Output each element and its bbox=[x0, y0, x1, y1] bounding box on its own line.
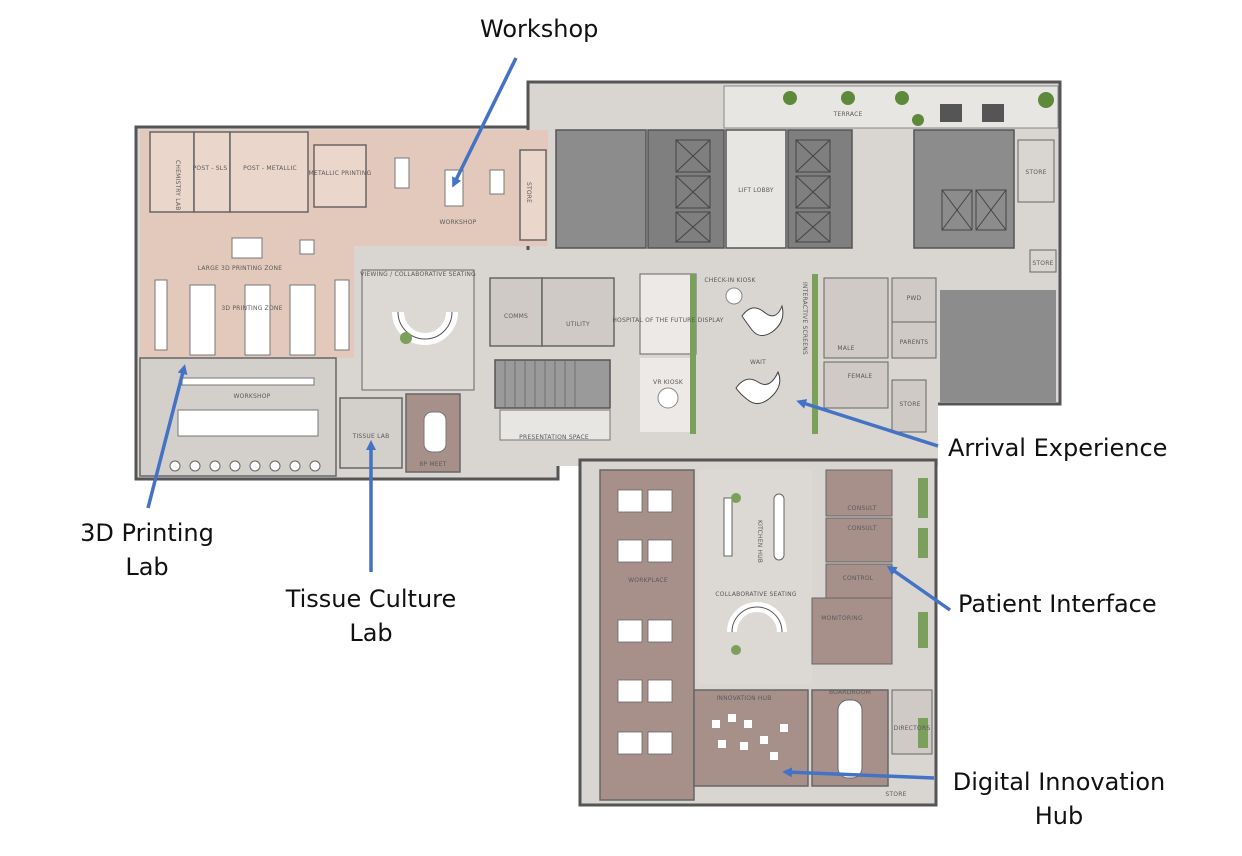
room-label-meet: 8P MEET bbox=[419, 461, 446, 468]
room-label-vr-kiosk: VR KIOSK bbox=[653, 379, 684, 386]
viewing-area bbox=[361, 269, 475, 391]
room-label-store-bottom: STORE bbox=[885, 791, 906, 798]
room-label-metallic-printing: METALLIC PRINTING bbox=[309, 170, 372, 177]
terrace-furniture bbox=[940, 104, 1004, 122]
callout-3d-printing-lab-line2: Lab bbox=[125, 553, 169, 581]
planting-strips bbox=[400, 332, 928, 748]
callout-workshop: Workshop bbox=[480, 15, 599, 43]
room-label-workshop-upper: WORKSHOP bbox=[439, 219, 476, 226]
room-label-utility: UTILITY bbox=[566, 321, 590, 328]
callout-digital-innovation-hub-line2: Hub bbox=[1034, 802, 1084, 830]
callout-patient-interface: Patient Interface bbox=[958, 590, 1157, 618]
room-label-control: CONTROL bbox=[843, 575, 874, 582]
room-label-store-upper: STORE bbox=[525, 182, 532, 203]
room-label-tissue-lab: TISSUE LAB bbox=[352, 433, 390, 440]
room-label-store-right2: STORE bbox=[1032, 260, 1053, 267]
callout-arrival-experience: Arrival Experience bbox=[948, 434, 1168, 462]
arrow-workshop bbox=[452, 57, 518, 188]
room-label-collaborative-seating: COLLABORATIVE SEATING bbox=[715, 591, 797, 598]
arrival-zone bbox=[639, 273, 818, 434]
callout-digital-innovation-hub-line1: Digital Innovation bbox=[952, 768, 1166, 796]
room-label-consult-1: CONSULT bbox=[847, 505, 876, 512]
meet-table bbox=[423, 411, 447, 453]
room-label-interactive-screens: INTERACTIVE SCREENS bbox=[801, 282, 808, 355]
room-label-kitchen-hub: KITCHEN HUB bbox=[756, 520, 763, 563]
room-label-comms: COMMS bbox=[504, 313, 528, 320]
callout-tissue-culture-lab: Tissue Culture Lab bbox=[278, 582, 464, 650]
patient-zone bbox=[811, 469, 893, 665]
terrace bbox=[723, 85, 1059, 129]
lift-core bbox=[555, 129, 1057, 402]
workplace-zone bbox=[599, 469, 695, 801]
room-label-chemistry-lab: CHEMISTRY LAB bbox=[174, 160, 181, 211]
room-label-pwd: PWD bbox=[907, 295, 922, 302]
room-label-directors: DIRECTORS bbox=[894, 725, 931, 732]
room-label-post-sls: POST - SLS bbox=[193, 165, 228, 172]
room-label-boardroom: BOARDROOM bbox=[829, 689, 871, 696]
room-label-workshop-lower: WORKSHOP bbox=[233, 393, 270, 400]
room-label-female: FEMALE bbox=[848, 373, 873, 380]
room-label-innovation-hub: INNOVATION HUB bbox=[716, 695, 771, 702]
room-label-store-mid: STORE bbox=[899, 401, 920, 408]
room-label-terrace: TERRACE bbox=[833, 111, 863, 118]
kitchen-bench-2 bbox=[773, 493, 785, 561]
room-label-wait: WAIT bbox=[750, 359, 766, 366]
terrace-plants bbox=[783, 91, 1054, 126]
arrow-patient-interface bbox=[886, 565, 952, 612]
room-label-store-right: STORE bbox=[1025, 169, 1046, 176]
amenities bbox=[823, 277, 937, 433]
kitchen-bench-1 bbox=[723, 497, 733, 557]
room-label-monitoring: MONITORING bbox=[821, 615, 863, 622]
room-label-parents: PARENTS bbox=[900, 339, 929, 346]
room-labels: POST - SLS POST - METALLIC METALLIC PRIN… bbox=[193, 111, 1054, 798]
callout-arrows bbox=[146, 57, 952, 780]
lower-workshop bbox=[139, 357, 337, 477]
service-core bbox=[489, 277, 615, 441]
callout-tissue-culture-lab-line2: Lab bbox=[349, 619, 393, 647]
innovation-hub-furniture bbox=[712, 714, 788, 760]
room-label-3d-printing-zone: 3D PRINTING ZONE bbox=[221, 305, 282, 312]
room-label-large-3d-printing-zone: LARGE 3D PRINTING ZONE bbox=[198, 265, 282, 272]
room-label-check-in-kiosk: CHECK-IN KIOSK bbox=[704, 277, 756, 284]
callout-3d-printing-lab-line1: 3D Printing bbox=[80, 519, 214, 547]
arrow-3d-printing-lab bbox=[146, 364, 188, 509]
room-label-presentation-space: PRESENTATION SPACE bbox=[519, 434, 589, 441]
callout-3d-printing-lab: 3D Printing Lab bbox=[72, 516, 222, 584]
room-label-male: MALE bbox=[837, 345, 854, 352]
callout-tissue-culture-lab-line1: Tissue Culture bbox=[285, 585, 457, 613]
room-label-lift-lobby: LIFT LOBBY bbox=[738, 187, 774, 194]
room-label-post-metallic: POST - METALLIC bbox=[243, 165, 297, 172]
arrow-digital-innovation-hub bbox=[782, 767, 935, 780]
room-label-workplace: WORKPLACE bbox=[628, 577, 668, 584]
boardroom-table bbox=[837, 699, 863, 779]
vertical-room-labels: CHEMISTRY LAB STORE INTERACTIVE SCREENS … bbox=[174, 160, 808, 563]
room-label-hospital-future: HOSPITAL OF THE FUTURE DISPLAY bbox=[612, 317, 723, 324]
callout-digital-innovation-hub: Digital Innovation Hub bbox=[944, 765, 1174, 833]
room-label-consult-2: CONSULT bbox=[847, 525, 876, 532]
room-label-viewing-seating: VIEWING / COLLABORATIVE SEATING bbox=[360, 271, 476, 278]
arrow-arrival-experience bbox=[796, 399, 939, 448]
kitchen-zone bbox=[698, 470, 812, 684]
lab-zone bbox=[140, 130, 548, 358]
